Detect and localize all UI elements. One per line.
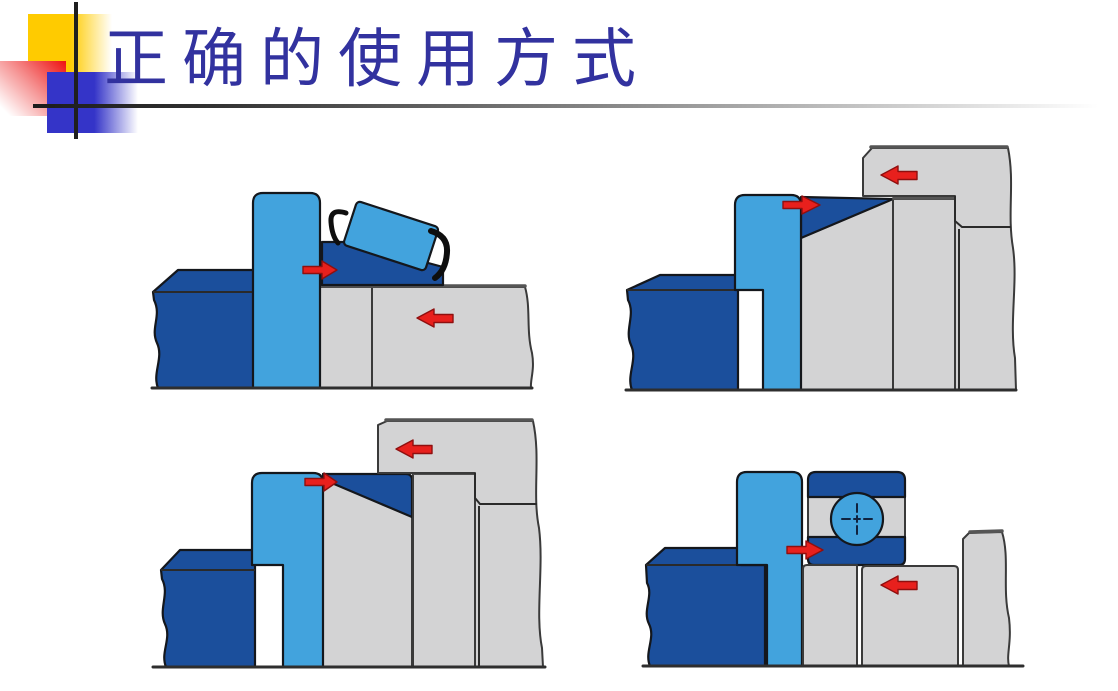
cage-left-hook <box>331 212 346 243</box>
cage-right-hook <box>431 231 447 278</box>
decor-blue-square <box>47 72 138 133</box>
bearing-mounting-diagram-bottom-left <box>148 418 558 672</box>
arrow-right-icon <box>303 261 337 279</box>
abutment-block <box>963 531 1010 666</box>
arrow-right-icon <box>787 541 823 559</box>
housing <box>320 286 533 388</box>
housing <box>378 420 543 667</box>
arrow-left-icon <box>417 309 453 327</box>
arrow-left-icon <box>881 166 917 184</box>
press-tool-right <box>862 566 958 666</box>
bearing-mounting-diagram-bottom-right <box>638 438 1028 672</box>
mounting-sleeve <box>737 472 802 666</box>
arrow-right-icon <box>305 473 337 491</box>
bearing-mounting-diagram-top-right <box>618 143 1022 395</box>
press-tool-column <box>893 198 955 390</box>
title-underline-rule <box>33 104 1098 108</box>
arrow-left-icon <box>396 440 432 458</box>
bearing-mounting-diagram-top-left <box>150 188 550 392</box>
shaft <box>161 550 255 667</box>
mounting-sleeve <box>735 195 801 390</box>
housing <box>863 147 1016 390</box>
press-tool-column <box>413 473 475 667</box>
tilted-roller <box>343 201 439 271</box>
shaft <box>153 270 256 388</box>
press-tool-left <box>803 565 857 666</box>
ball <box>831 493 883 545</box>
page-title: 正确的使用方式 <box>104 24 650 95</box>
decor-vertical-line <box>74 2 78 139</box>
tapered-cup-ring <box>323 474 412 517</box>
shaft <box>627 275 738 390</box>
bearing-outer-ring <box>808 472 905 497</box>
arrow-left-icon <box>881 576 917 594</box>
mounting-sleeve <box>252 473 323 667</box>
arrow-right-icon <box>783 196 820 214</box>
mounting-sleeve <box>253 193 320 388</box>
